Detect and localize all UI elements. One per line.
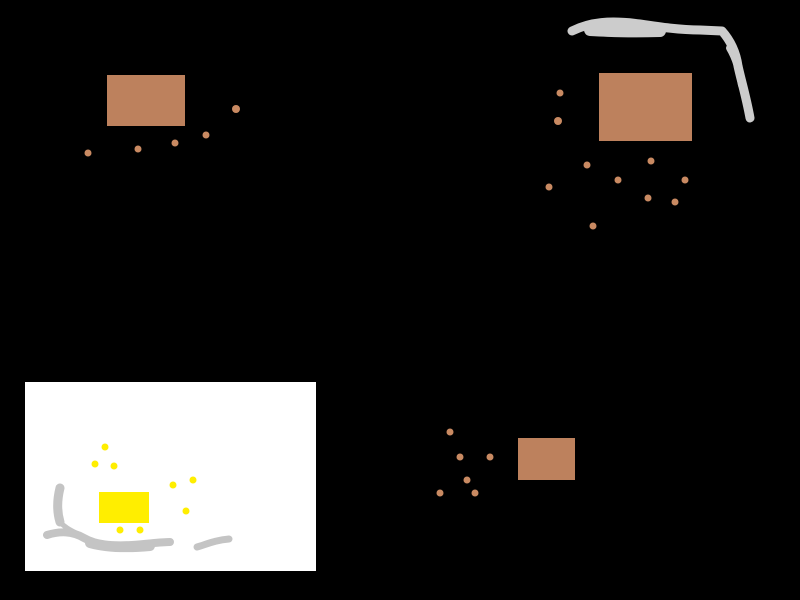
road-segment	[584, 24, 666, 38]
resource-dot[interactable]	[456, 453, 464, 461]
resource-dot[interactable]	[436, 489, 444, 497]
resource-dot[interactable]	[471, 489, 479, 497]
minimap-dot	[182, 507, 190, 515]
resource-dot[interactable]	[644, 194, 652, 202]
minimap-road-segment	[193, 535, 233, 551]
building-south[interactable]	[518, 438, 575, 480]
minimap-dot	[136, 526, 144, 534]
resource-dot[interactable]	[446, 428, 454, 436]
minimap-road-segment	[85, 538, 155, 553]
minimap-dot	[110, 462, 118, 470]
minimap-dot	[169, 481, 177, 489]
resource-dot[interactable]	[84, 149, 92, 157]
road-segment	[726, 44, 746, 89]
building-northeast[interactable]	[599, 73, 692, 141]
resource-dot[interactable]	[463, 476, 471, 484]
minimap-dot	[116, 526, 124, 534]
road-northeast	[567, 17, 755, 123]
minimap-dot	[189, 476, 197, 484]
building-northwest[interactable]	[107, 75, 185, 126]
resource-dot[interactable]	[171, 139, 179, 147]
resource-dot[interactable]	[583, 161, 591, 169]
minimap-unit-dots	[91, 443, 197, 534]
resource-cluster-northeast	[545, 89, 689, 230]
minimap-road-segment	[55, 517, 81, 537]
resource-dot[interactable]	[681, 176, 689, 184]
resource-dot[interactable]	[589, 222, 597, 230]
minimap[interactable]	[25, 382, 316, 571]
resource-dot[interactable]	[232, 105, 240, 113]
minimap-dot	[101, 443, 109, 451]
resource-dot[interactable]	[486, 453, 494, 461]
resource-dot[interactable]	[647, 157, 655, 165]
resource-dot[interactable]	[671, 198, 679, 206]
minimap-road-segment	[53, 483, 65, 527]
resource-dot[interactable]	[554, 117, 562, 125]
resource-cluster-south	[436, 428, 494, 497]
resource-dot[interactable]	[545, 183, 553, 191]
resource-dot[interactable]	[202, 131, 210, 139]
resource-dot[interactable]	[556, 89, 564, 97]
resource-cluster-northwest	[84, 105, 240, 157]
resource-dot[interactable]	[134, 145, 142, 153]
minimap-player-marker	[99, 492, 149, 523]
minimap-dot	[91, 460, 99, 468]
resource-dot[interactable]	[614, 176, 622, 184]
minimap-roads	[43, 483, 233, 553]
